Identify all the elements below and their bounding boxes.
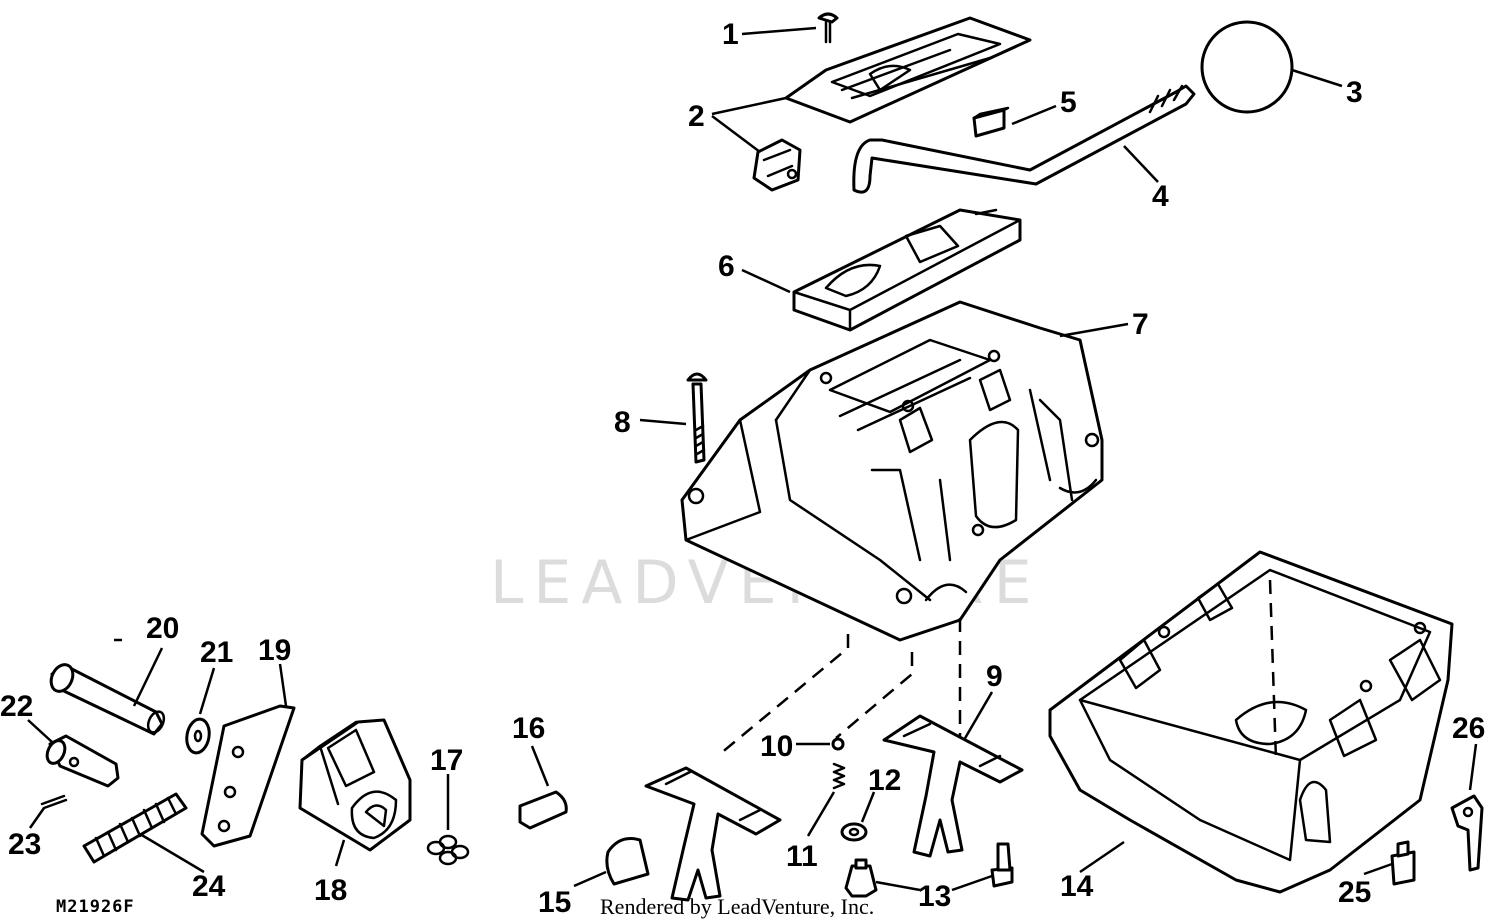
callout-3: 3: [1346, 76, 1363, 109]
figure-code: M21926F: [56, 897, 135, 917]
callout-22: 22: [0, 690, 33, 723]
callout-7: 7: [1132, 308, 1149, 341]
callout-6: 6: [718, 250, 735, 283]
part-14-transmission-case: [1048, 550, 1454, 894]
callout-10: 10: [760, 730, 793, 763]
part-24-spring: [82, 792, 188, 864]
callout-numbers: 1 2 3 4 5 6 7 8 9 10 11 12 13 14 15 16 1…: [0, 18, 1485, 919]
part-11-spring: [832, 762, 846, 790]
callout-5: 5: [1060, 86, 1077, 119]
part-2-bracket: [752, 138, 802, 192]
callout-26: 26: [1452, 712, 1485, 745]
part-19-plate: [200, 704, 296, 848]
callout-21: 21: [200, 636, 233, 669]
part-17-spring: [426, 834, 470, 866]
callout-4: 4: [1152, 180, 1169, 213]
callout-12: 12: [868, 764, 901, 797]
part-23-roll-pin: [40, 794, 68, 810]
part-21-washer: [185, 717, 211, 755]
part-25-fitting: [1390, 840, 1416, 886]
callout-17: 17: [430, 744, 463, 777]
callout-18: 18: [314, 874, 347, 907]
leader-lines: [27, 26, 1478, 892]
callout-20: 20: [146, 612, 179, 645]
part-8-bolt: [686, 372, 708, 464]
part-20-shaft: [49, 663, 166, 736]
callout-8: 8: [614, 406, 631, 439]
callout-2: 2: [688, 100, 705, 133]
part-5-block: [972, 106, 1010, 138]
callout-13: 13: [918, 880, 951, 913]
part-7-shifter-housing: [680, 300, 1104, 642]
assembly-lines: [719, 618, 962, 755]
part-13-plug-left: [844, 858, 878, 898]
callout-9: 9: [986, 660, 1003, 693]
part-10-ball: [831, 737, 845, 751]
part-2-shift-gate-plate: [784, 16, 1032, 124]
part-18-detent-block: [298, 718, 412, 852]
part-9-shift-fork: [882, 714, 1024, 858]
callout-19: 19: [258, 634, 291, 667]
render-credit: Rendered by LeadVenture, Inc.: [600, 894, 874, 919]
callout-24: 24: [192, 870, 226, 903]
shift-fork-left: [644, 766, 782, 902]
part-4-shift-lever: [852, 84, 1196, 194]
part-22-pin: [45, 734, 120, 788]
part-26-clip: [1450, 794, 1484, 872]
part-6-guide-plate: [792, 208, 1022, 332]
callout-16: 16: [512, 712, 545, 745]
callout-1: 1: [722, 18, 739, 51]
callout-11: 11: [786, 840, 818, 873]
part-15-cap: [605, 837, 650, 886]
part-16-key: [518, 790, 568, 830]
part-12-washer: [840, 822, 868, 842]
callout-14: 14: [1060, 870, 1094, 903]
part-13-plug-right: [990, 842, 1014, 888]
callout-25: 25: [1338, 876, 1371, 909]
callout-15: 15: [538, 886, 571, 919]
callout-23: 23: [8, 828, 41, 861]
part-3-knob: [1200, 20, 1294, 114]
part-1-screw: [817, 12, 839, 44]
